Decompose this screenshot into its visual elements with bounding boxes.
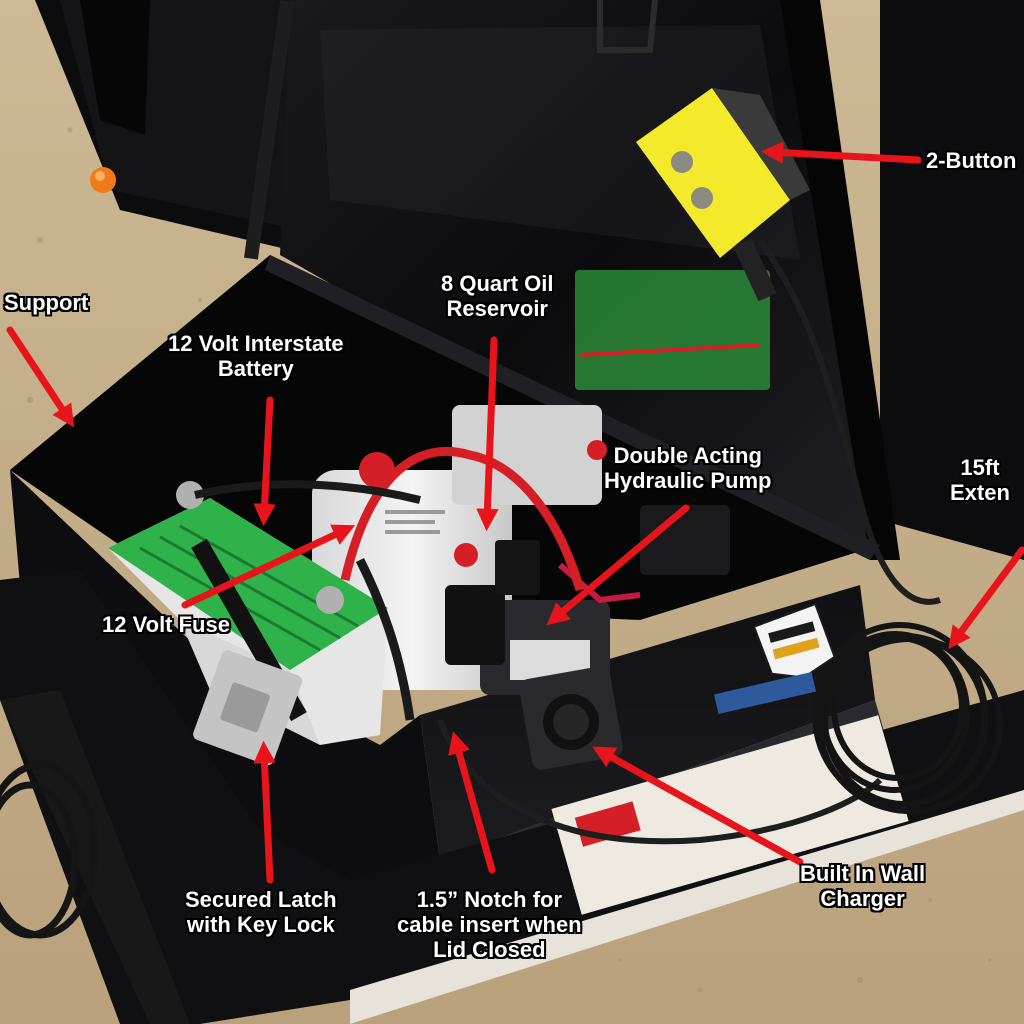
arrow-remote bbox=[760, 141, 922, 164]
label-notch: 1.5” Notch for cable insert when Lid Clo… bbox=[397, 887, 582, 962]
label-pump-line-2: Hydraulic Pump bbox=[604, 468, 772, 493]
label-notch-line-3: Lid Closed bbox=[433, 937, 546, 962]
label-latch-line-2: with Key Lock bbox=[186, 912, 335, 937]
arrow-fuse bbox=[181, 524, 356, 609]
solenoid-valve bbox=[445, 585, 505, 665]
label-reservoir-line-2: Reservoir bbox=[446, 296, 548, 321]
annotation-arrows bbox=[6, 141, 1024, 884]
arrow-latch bbox=[253, 740, 276, 884]
label-pump-line-1: Double Acting bbox=[613, 443, 762, 468]
coiled-extension-cable bbox=[812, 622, 1003, 814]
arrow-notch bbox=[448, 731, 496, 874]
lid-handle bbox=[597, 0, 658, 53]
lid-right-edge bbox=[780, 0, 900, 560]
label-charger: Built In Wall Charger bbox=[800, 861, 925, 911]
lid-support-strut bbox=[243, 0, 295, 260]
label-notch-line-1: 1.5” Notch for bbox=[416, 887, 563, 912]
box-front-wall bbox=[420, 585, 875, 860]
remote-cable bbox=[757, 238, 941, 605]
remote-control bbox=[636, 88, 790, 258]
warning-sticker bbox=[551, 715, 909, 915]
label-extension-line-2: Exten bbox=[950, 480, 1010, 505]
rear-battery bbox=[575, 270, 770, 390]
label-charger-line-1: Built In Wall bbox=[800, 861, 926, 886]
barcode-decal bbox=[714, 672, 816, 714]
label-reservoir: 8 Quart Oil Reservoir bbox=[441, 271, 553, 321]
label-battery-line-1: 12 Volt Interstate bbox=[168, 331, 344, 356]
label-remote-text: 2-Button bbox=[926, 148, 1017, 173]
label-notch-line-2: cable insert when bbox=[397, 912, 582, 937]
left-cable-coil bbox=[0, 761, 99, 939]
label-fuse: 12 Volt Fuse bbox=[102, 612, 230, 637]
tank-label-text bbox=[385, 510, 445, 534]
label-charger-line-2: Charger bbox=[820, 886, 905, 911]
arrow-pump bbox=[546, 504, 690, 626]
arrow-charger bbox=[592, 746, 804, 866]
label-extension: 15ft Exten bbox=[950, 455, 1010, 505]
label-pump: Double Acting Hydraulic Pump bbox=[604, 443, 771, 493]
arrow-battery bbox=[253, 396, 276, 527]
charger-cable bbox=[437, 718, 883, 845]
arrow-extension bbox=[948, 546, 1024, 649]
battery-terminal-negative bbox=[176, 481, 204, 509]
label-support-text: Support bbox=[4, 290, 89, 315]
brand-decal bbox=[752, 602, 836, 679]
label-battery-line-2: Battery bbox=[217, 356, 294, 381]
red-battery-cable bbox=[340, 446, 585, 592]
label-extension-line-1: 15ft bbox=[960, 455, 1000, 480]
battery-terminal-positive bbox=[316, 586, 344, 614]
arrow-reservoir bbox=[476, 336, 499, 532]
label-latch: Secured Latch with Key Lock bbox=[185, 887, 337, 937]
label-reservoir-line-1: 8 Quart Oil bbox=[441, 271, 554, 296]
arrow-support bbox=[6, 326, 75, 428]
trailer-door-edge bbox=[80, 0, 150, 135]
label-battery: 12 Volt Interstate Battery bbox=[168, 331, 344, 381]
black-battery-cable bbox=[194, 480, 421, 504]
trailer-frame bbox=[0, 570, 1024, 1024]
label-fuse-text: 12 Volt Fuse bbox=[102, 612, 230, 637]
remote-button-2 bbox=[691, 187, 713, 209]
label-remote: 2-Button bbox=[926, 148, 1016, 173]
label-support: Support bbox=[4, 290, 88, 315]
label-latch-line-1: Secured Latch bbox=[185, 887, 337, 912]
remote-button-1 bbox=[671, 151, 693, 173]
